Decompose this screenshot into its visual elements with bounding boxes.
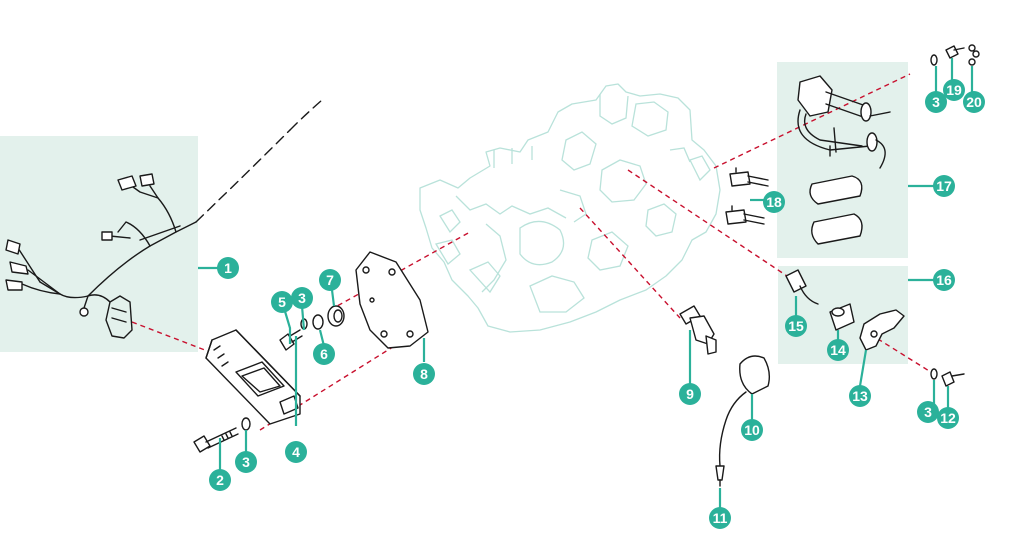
coil-hardware <box>930 44 980 66</box>
ignition-module <box>205 329 301 425</box>
svg-text:13: 13 <box>852 388 868 404</box>
grommet-7 <box>327 305 345 327</box>
washer-6 <box>312 314 324 330</box>
oil-sensor <box>679 305 717 355</box>
svg-text:7: 7 <box>326 272 334 288</box>
mounting-plate <box>355 251 429 349</box>
callout-6: 6 <box>313 343 335 365</box>
svg-text:4: 4 <box>292 444 300 460</box>
svg-text:11: 11 <box>713 510 728 526</box>
callout-7: 7 <box>319 269 341 291</box>
spark-plugs <box>725 167 769 225</box>
callout-3: 3 <box>291 287 313 309</box>
leader-lines <box>198 58 974 508</box>
svg-text:18: 18 <box>766 194 782 210</box>
callout-15: 15 <box>785 315 807 337</box>
callout-8: 8 <box>413 363 435 385</box>
callout-19: 19 <box>943 79 965 101</box>
bracket-bolt <box>930 368 965 387</box>
callout-9: 9 <box>679 383 701 405</box>
callout-17: 17 <box>933 175 955 197</box>
ignition-coil <box>797 75 891 245</box>
svg-text:2: 2 <box>216 472 224 488</box>
svg-text:3: 3 <box>242 454 250 470</box>
callouts: 1 2 3 3 3 3 4 5 6 7 8 9 10 11 12 13 14 1… <box>209 79 985 529</box>
callout-16: 16 <box>933 269 955 291</box>
callout-3: 3 <box>925 91 947 113</box>
svg-text:3: 3 <box>298 290 306 306</box>
svg-text:8: 8 <box>420 366 428 382</box>
svg-text:3: 3 <box>924 404 932 420</box>
svg-text:15: 15 <box>788 318 804 334</box>
callout-12: 12 <box>937 407 959 429</box>
svg-text:9: 9 <box>686 386 694 402</box>
svg-text:12: 12 <box>940 410 956 426</box>
svg-text:1: 1 <box>224 260 232 276</box>
callout-4: 4 <box>285 441 307 463</box>
long-bolt <box>193 427 239 453</box>
panel-wiring-harness <box>0 136 198 352</box>
callout-13: 13 <box>849 385 871 407</box>
washer-left <box>241 417 251 431</box>
callout-5: 5 <box>271 291 293 313</box>
callout-10: 10 <box>741 419 763 441</box>
svg-text:16: 16 <box>936 272 952 288</box>
wiring-harness <box>5 99 323 339</box>
svg-text:3: 3 <box>932 94 940 110</box>
callout-3: 3 <box>235 451 257 473</box>
callout-2: 2 <box>209 469 231 491</box>
callout-18: 18 <box>763 191 785 213</box>
callout-3: 3 <box>917 401 939 423</box>
svg-text:20: 20 <box>966 94 982 110</box>
callout-1: 1 <box>217 257 239 279</box>
svg-text:5: 5 <box>278 294 286 310</box>
svg-text:10: 10 <box>744 422 760 438</box>
svg-text:6: 6 <box>320 346 328 362</box>
svg-text:19: 19 <box>946 82 962 98</box>
spark-cap-wire <box>715 355 771 487</box>
svg-text:17: 17 <box>936 178 952 194</box>
callout-20: 20 <box>963 91 985 113</box>
sensor-bracket-parts <box>785 269 905 351</box>
svg-text:14: 14 <box>830 342 846 358</box>
callout-11: 11 <box>709 507 731 529</box>
callout-14: 14 <box>827 339 849 361</box>
engine-block <box>419 83 721 333</box>
